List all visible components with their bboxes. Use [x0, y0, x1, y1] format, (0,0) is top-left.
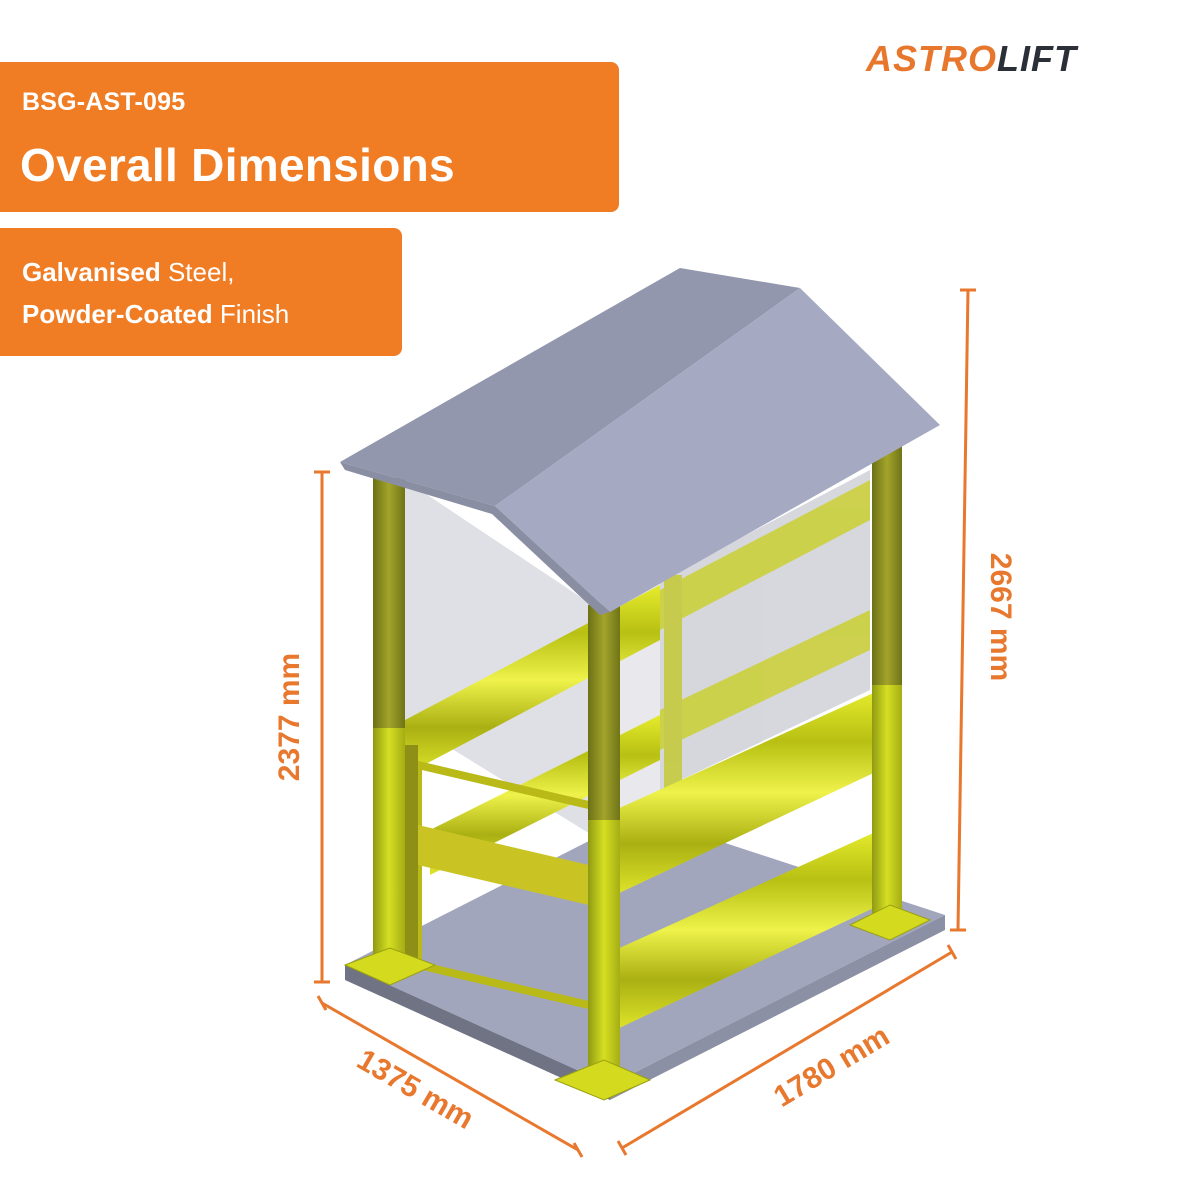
material-line-1: Galvanised Steel, — [22, 251, 234, 293]
logo-part-lift: LIFT — [997, 38, 1077, 79]
product-code: BSG-AST-095 — [22, 88, 186, 116]
front-rails — [615, 690, 880, 1030]
back-rails — [660, 480, 870, 815]
finish-primary: Powder-Coated — [22, 299, 213, 329]
foot-plates — [343, 904, 932, 1101]
dimension-post-height: 2377 mm — [273, 652, 306, 782]
astrolift-logo: ASTROLIFT — [866, 38, 1077, 80]
material-line-2: Powder-Coated Finish — [22, 293, 289, 335]
material-primary-suffix: Steel, — [160, 257, 235, 287]
material-card: Galvanised Steel, Powder-Coated Finish — [0, 228, 402, 356]
page-title: Overall Dimensions — [20, 139, 455, 191]
title-card: BSG-AST-095 Overall Dimensions — [0, 62, 619, 212]
finish-suffix: Finish — [212, 299, 290, 329]
posts — [373, 445, 902, 1070]
dimension-overall-height: 2667 mm — [984, 552, 1017, 682]
roof — [340, 268, 940, 615]
dimension-lines — [314, 288, 976, 1158]
material-primary: Galvanised — [22, 257, 161, 287]
logo-part-astro: ASTRO — [866, 38, 997, 79]
